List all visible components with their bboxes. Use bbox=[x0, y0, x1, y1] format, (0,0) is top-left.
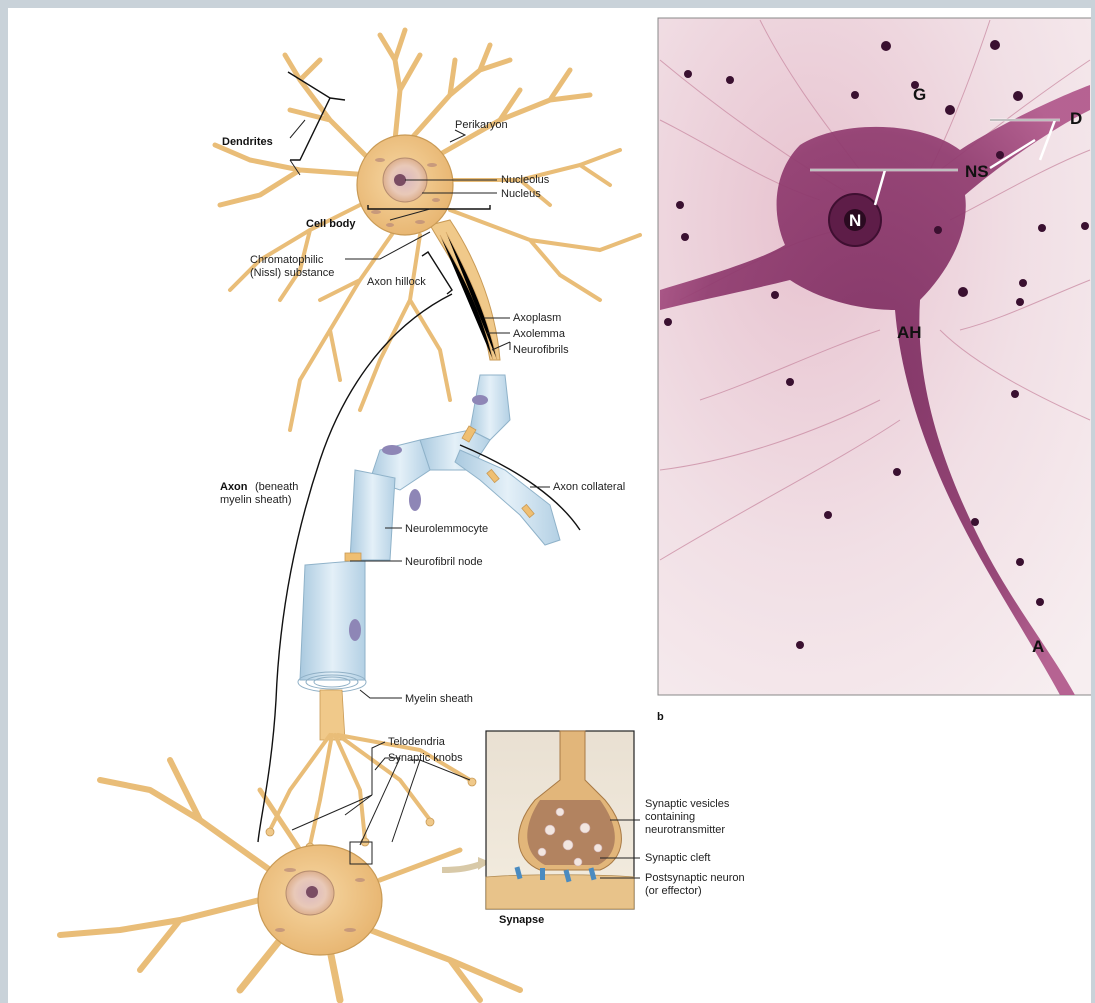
micro-label-g: G bbox=[913, 85, 926, 104]
label-axon-myelin-sheath: myelin sheath) bbox=[220, 494, 292, 506]
lower-neuron bbox=[60, 760, 520, 1000]
label-axolemma: Axolemma bbox=[513, 328, 566, 340]
label-chromatophilic: Chromatophilic bbox=[250, 254, 324, 266]
upper-neuron bbox=[215, 30, 640, 851]
label-axon-collateral: Axon collateral bbox=[553, 481, 625, 493]
label-axoplasm: Axoplasm bbox=[513, 312, 561, 324]
label-synaptic-vesicles-3: neurotransmitter bbox=[645, 824, 725, 836]
label-synaptic-cleft: Synaptic cleft bbox=[645, 852, 710, 864]
label-neurolemmocyte: Neurolemmocyte bbox=[405, 523, 488, 535]
label-axon: Axon (beneath bbox=[220, 477, 298, 494]
label-synaptic-knobs: Synaptic knobs bbox=[388, 752, 463, 764]
label-myelin-sheath: Myelin sheath bbox=[405, 693, 473, 705]
label-neurofibril-node: Neurofibril node bbox=[405, 556, 483, 568]
label-dendrites: Dendrites bbox=[222, 136, 273, 148]
label-cell-body: Cell body bbox=[306, 218, 356, 230]
label-telodendria: Telodendria bbox=[388, 736, 446, 748]
micro-label-d: D bbox=[1070, 109, 1082, 128]
label-synaptic-vesicles-2: containing bbox=[645, 811, 695, 823]
micro-label-ns: NS bbox=[965, 162, 989, 181]
micro-label-n: N bbox=[849, 211, 861, 230]
label-or-effector: (or effector) bbox=[645, 885, 702, 897]
label-postsynaptic-neuron: Postsynaptic neuron bbox=[645, 872, 745, 884]
label-nissl-substance: (Nissl) substance bbox=[250, 267, 334, 279]
label-synaptic-vesicles: Synaptic vesicles bbox=[645, 798, 730, 810]
panel-label-b: b bbox=[657, 711, 664, 723]
label-perikaryon: Perikaryon bbox=[455, 119, 508, 131]
figure-frame: Dendrites Perikaryon Nucleolus Nucleus C… bbox=[8, 8, 1091, 1003]
label-nucleolus: Nucleolus bbox=[501, 174, 550, 186]
label-nucleus: Nucleus bbox=[501, 188, 541, 200]
micro-label-a: A bbox=[1032, 637, 1044, 656]
micro-label-ah: AH bbox=[897, 323, 922, 342]
neuron-figure: Dendrites Perikaryon Nucleolus Nucleus C… bbox=[8, 8, 1091, 1003]
label-axon-hillock: Axon hillock bbox=[367, 276, 426, 288]
label-synapse: Synapse bbox=[499, 914, 544, 926]
micrograph-panel bbox=[658, 18, 1091, 695]
label-neurofibrils: Neurofibrils bbox=[513, 344, 569, 356]
